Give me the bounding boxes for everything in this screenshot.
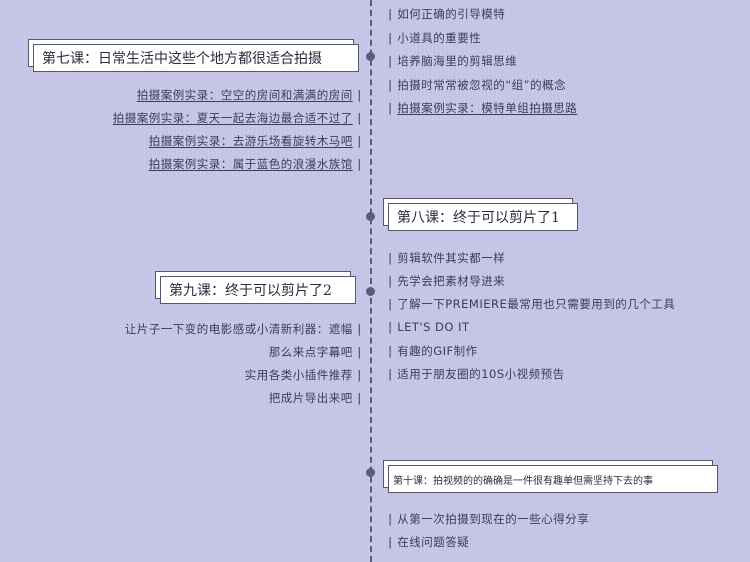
lesson-8-card: 第八课：终于可以剪片了1 <box>388 203 578 231</box>
list-item: | LET'S DO IT <box>388 320 470 334</box>
list-item: | 适用于朋友圈的10S小视频预告 <box>388 367 565 381</box>
timeline-line <box>370 0 372 562</box>
timeline-dot <box>366 212 375 221</box>
list-item: | 从第一次拍摄到现在的一些心得分享 <box>388 512 590 526</box>
lesson-10-card: 第十课：拍视频的的确确是一件很有趣单但需坚持下去的事 <box>388 465 718 493</box>
list-item: | 有趣的GIF制作 <box>388 344 478 358</box>
list-item[interactable]: 拍摄案例实录：属于蓝色的浪漫水族馆 | <box>148 157 362 171</box>
list-item: | 先学会把素材导进来 <box>388 274 506 288</box>
lesson-10-title: 第十课：拍视频的的确确是一件很有趣单但需坚持下去的事 <box>393 475 653 487</box>
list-item: | 了解一下PREMIERE最常用也只需要用到的几个工具 <box>388 297 676 311</box>
list-item[interactable]: 拍摄案例实录：去游乐场看旋转木马吧 | <box>148 134 362 148</box>
list-item: | 在线问题答疑 <box>388 535 470 549</box>
timeline-dot <box>366 287 375 296</box>
list-item: | 拍摄时常常被忽视的“组”的概念 <box>388 78 567 92</box>
timeline-dot <box>366 468 375 477</box>
list-item[interactable]: 拍摄案例实录：空空的房间和满满的房间 | <box>136 88 362 102</box>
lesson-7-card: 第七课：日常生活中这些个地方都很适合拍摄 <box>33 44 359 72</box>
timeline-dot <box>366 52 375 61</box>
list-item[interactable]: 拍摄案例实录：夏天一起去海边最合适不过了 | <box>112 111 362 125</box>
list-item: | 剪辑软件其实都一样 <box>388 251 506 265</box>
list-item: | 如何正确的引导模特 <box>388 7 506 21</box>
lesson-7-title: 第七课：日常生活中这些个地方都很适合拍摄 <box>42 51 322 67</box>
list-item: | 培养脑海里的剪辑思维 <box>388 54 518 68</box>
list-item: 实用各类小插件推荐 | <box>244 368 362 382</box>
lesson-8-title: 第八课：终于可以剪片了1 <box>397 210 560 226</box>
list-item[interactable]: | 拍摄案例实录：模特单组拍摄思路 <box>388 101 578 115</box>
list-item: 把成片导出来吧 | <box>268 391 362 405</box>
list-item: | 小道具的重要性 <box>388 31 482 45</box>
lesson-9-title: 第九课：终于可以剪片了2 <box>169 283 332 299</box>
list-item: 让片子一下变的电影感或小清新利器：遮幅 | <box>124 322 362 336</box>
list-item: 那么来点字幕吧 | <box>268 345 362 359</box>
lesson-9-card: 第九课：终于可以剪片了2 <box>160 276 356 304</box>
